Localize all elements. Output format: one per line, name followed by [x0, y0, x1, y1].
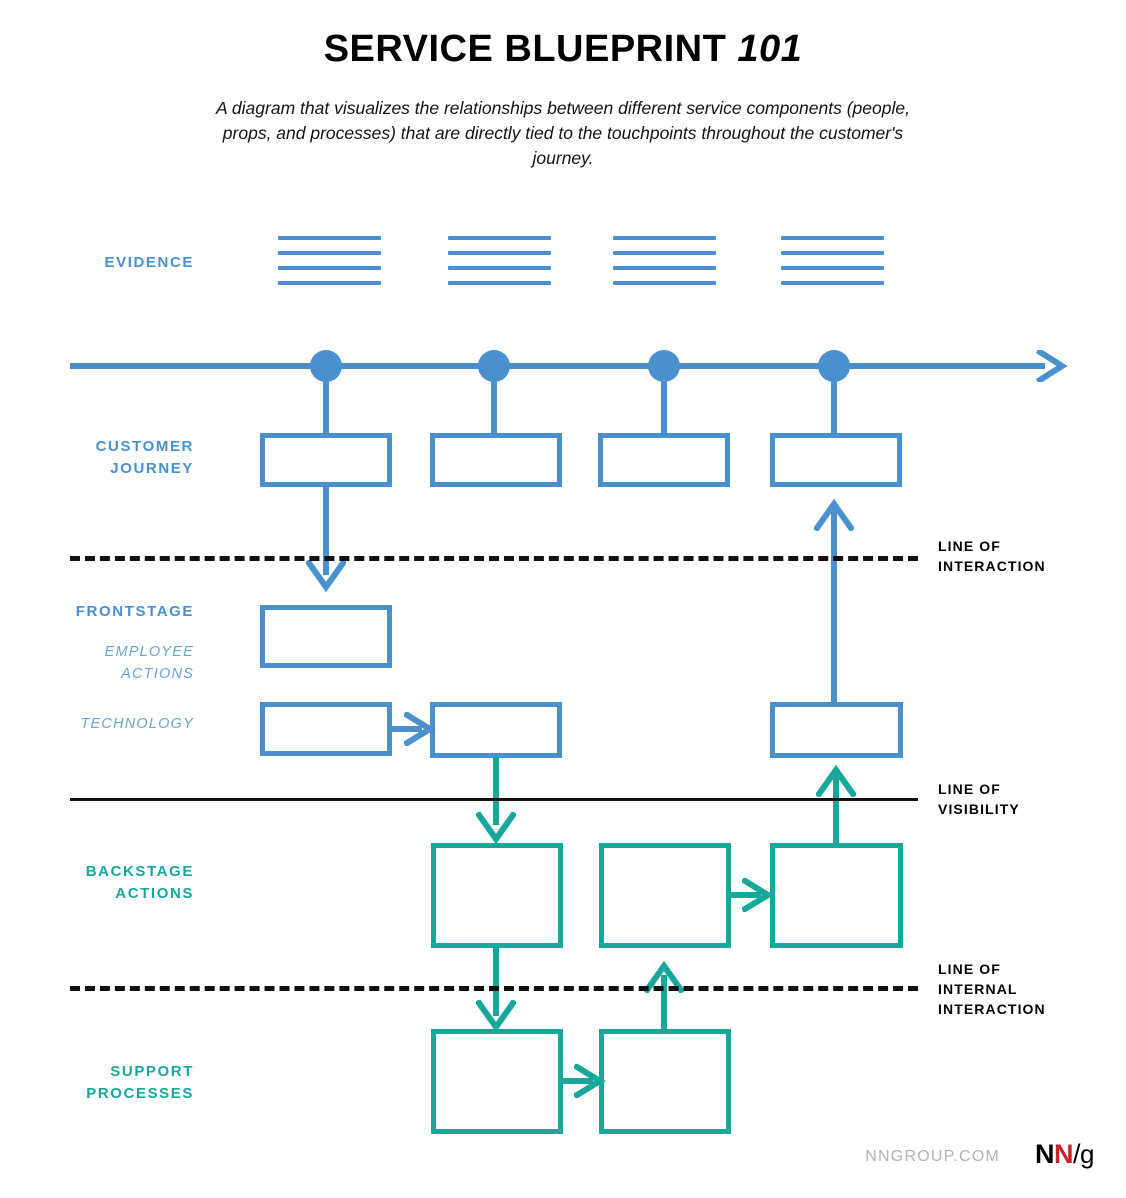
row-label-backstage-actions-line2: ACTIONS — [115, 885, 194, 902]
evidence-glyph-4 — [781, 236, 884, 285]
touchpoint-dot-2[interactable] — [478, 350, 510, 382]
evidence-glyph-1 — [278, 236, 381, 285]
arrowhead-right-to-technology2 — [404, 712, 436, 746]
line-of-visibility-label-line2: VISIBILITY — [938, 801, 1020, 817]
backstage-action-box-3[interactable] — [770, 843, 903, 948]
line-of-internal-interaction-label-line3: INTERACTION — [938, 1001, 1046, 1017]
page-title-number: 101 — [737, 28, 803, 70]
evidence-line — [448, 236, 551, 240]
nng-logo-n2: N — [1054, 1139, 1074, 1169]
arrowhead-up-to-backstage2 — [644, 960, 684, 993]
connector-backstage1-to-support1 — [493, 948, 499, 1016]
line-of-internal-interaction-label: LINE OF INTERNAL INTERACTION — [938, 959, 1118, 1019]
evidence-line — [448, 251, 551, 255]
arrowhead-down-to-employee-actions — [306, 560, 346, 593]
technology-box-1[interactable] — [260, 702, 392, 756]
line-of-internal-interaction — [70, 986, 918, 991]
line-of-visibility-label-line1: LINE OF — [938, 781, 1001, 797]
journey-timeline-arrowhead — [1036, 350, 1068, 382]
connector-technology1-to-technology2 — [392, 726, 422, 732]
line-of-visibility-label: LINE OF VISIBILITY — [938, 779, 1118, 819]
technology-box-3[interactable] — [770, 702, 903, 758]
row-label-customer-journey: CUSTOMER JOURNEY — [20, 436, 194, 480]
connector-backstage3-to-technology3 — [833, 772, 839, 844]
connector-backstage2-to-backstage3 — [731, 892, 761, 898]
row-label-customer-journey-line2: JOURNEY — [110, 460, 194, 477]
evidence-glyph-3 — [613, 236, 716, 285]
backstage-action-box-2[interactable] — [599, 843, 731, 948]
evidence-line — [781, 251, 884, 255]
evidence-line — [781, 236, 884, 240]
connector-touchpoint-3-to-journey-box — [661, 380, 667, 435]
row-label-technology: TECHNOLOGY — [80, 716, 194, 732]
page-subtitle: A diagram that visualizes the relationsh… — [216, 98, 910, 168]
row-label-backstage-actions: BACKSTAGE ACTIONS — [20, 861, 194, 905]
row-label-support-processes: SUPPORT PROCESSES — [20, 1061, 194, 1105]
evidence-line — [613, 236, 716, 240]
arrowhead-right-to-backstage3 — [742, 878, 774, 912]
evidence-line — [448, 266, 551, 270]
customer-journey-box-4[interactable] — [770, 433, 902, 487]
row-label-employee-actions: EMPLOYEE ACTIONS — [20, 641, 194, 685]
connector-technology2-to-backstage1 — [493, 757, 499, 825]
connector-support1-to-support2 — [563, 1078, 593, 1084]
connector-technology3-to-journey4 — [831, 505, 837, 703]
line-of-interaction-label-line1: LINE OF — [938, 538, 1001, 554]
evidence-line — [278, 236, 381, 240]
connector-touchpoint-2-to-journey-box — [491, 380, 497, 435]
row-label-support-processes-line2: PROCESSES — [86, 1085, 194, 1102]
evidence-line — [613, 281, 716, 285]
page-title-main: SERVICE BLUEPRINT — [323, 28, 727, 70]
evidence-line — [278, 266, 381, 270]
touchpoint-dot-1[interactable] — [310, 350, 342, 382]
row-label-support-processes-line1: SUPPORT — [110, 1063, 194, 1080]
evidence-line — [781, 281, 884, 285]
line-of-internal-interaction-label-line1: LINE OF — [938, 961, 1001, 977]
footer-url: NNGROUP.COM — [865, 1148, 1000, 1165]
support-process-box-2[interactable] — [599, 1029, 731, 1134]
arrowhead-up-to-technology3 — [816, 764, 856, 797]
row-label-evidence: EVIDENCE — [104, 254, 194, 271]
journey-timeline-axis — [70, 363, 1045, 369]
arrowhead-up-to-journey-box-4 — [814, 498, 854, 531]
evidence-line — [278, 281, 381, 285]
line-of-interaction-label-line2: INTERACTION — [938, 558, 1046, 574]
row-label-employee-actions-line1: EMPLOYEE — [104, 644, 194, 660]
line-of-internal-interaction-label-line2: INTERNAL — [938, 981, 1018, 997]
nng-logo: NN/g — [1035, 1141, 1094, 1168]
connector-touchpoint-1-to-journey-box — [323, 380, 329, 435]
touchpoint-dot-4[interactable] — [818, 350, 850, 382]
connector-support2-to-backstage2 — [661, 975, 667, 1030]
support-process-box-1[interactable] — [431, 1029, 563, 1134]
evidence-line — [613, 266, 716, 270]
backstage-action-box-1[interactable] — [431, 843, 563, 948]
nng-logo-n1: N — [1035, 1139, 1055, 1169]
evidence-line — [781, 266, 884, 270]
evidence-line — [278, 251, 381, 255]
connector-touchpoint-4-to-journey-box — [831, 380, 837, 435]
technology-box-2[interactable] — [430, 702, 562, 758]
evidence-glyph-2 — [448, 236, 551, 285]
line-of-interaction — [70, 556, 918, 561]
row-label-employee-actions-line2: ACTIONS — [121, 666, 194, 682]
page-title: SERVICE BLUEPRINT 101 — [0, 28, 1126, 71]
employee-actions-box-1[interactable] — [260, 605, 392, 668]
customer-journey-box-3[interactable] — [598, 433, 730, 487]
customer-journey-box-1[interactable] — [260, 433, 392, 487]
arrowhead-right-to-support2 — [574, 1064, 606, 1098]
evidence-line — [613, 251, 716, 255]
customer-journey-box-2[interactable] — [430, 433, 562, 487]
line-of-interaction-label: LINE OF INTERACTION — [938, 536, 1118, 576]
row-label-backstage-actions-line1: BACKSTAGE — [85, 863, 194, 880]
evidence-line — [448, 281, 551, 285]
row-label-frontstage: FRONTSTAGE — [75, 603, 194, 620]
nng-logo-slash: / — [1073, 1139, 1081, 1169]
line-of-visibility — [70, 798, 918, 801]
nng-logo-g: g — [1080, 1139, 1094, 1169]
arrowhead-down-to-support1 — [476, 1000, 516, 1033]
connector-journey1-to-employee-actions — [323, 487, 329, 575]
arrowhead-down-to-backstage1 — [476, 812, 516, 845]
row-label-customer-journey-line1: CUSTOMER — [95, 438, 194, 455]
touchpoint-dot-3[interactable] — [648, 350, 680, 382]
